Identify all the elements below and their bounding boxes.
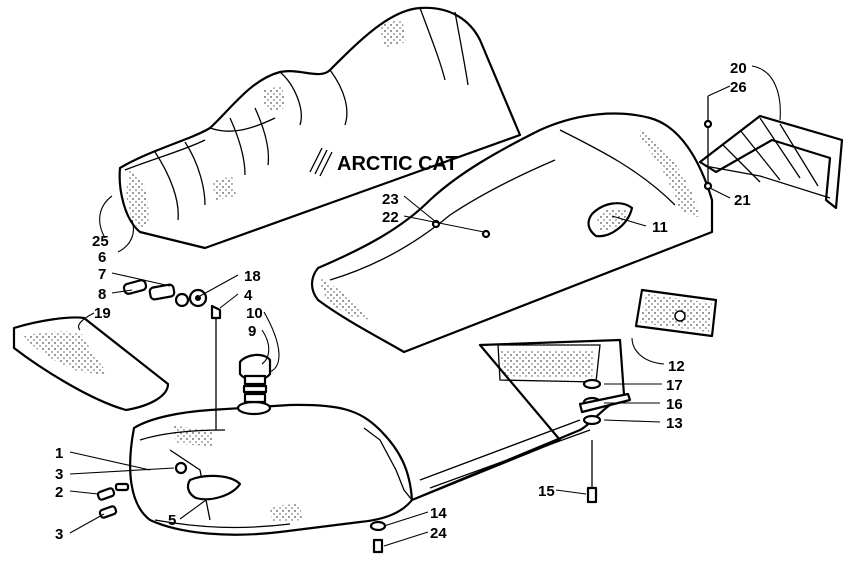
leader-lines	[69, 65, 781, 547]
callout-5: 5	[168, 512, 176, 529]
callout-4: 4	[244, 287, 253, 304]
seat-assembly: ARCTIC CAT	[118, 6, 522, 250]
callout-14: 14	[430, 505, 447, 522]
fuel-cap	[238, 353, 272, 404]
seat-logo-hatch	[309, 147, 333, 177]
seat-logo-text: ARCTIC CAT	[337, 153, 458, 175]
callout-19: 19	[94, 305, 111, 322]
callouts: 25 6 23 22 11 20 26 21 7 8 18 4 19 10 9 …	[55, 60, 751, 543]
callout-8: 8	[98, 286, 106, 303]
callout-23: 23	[382, 191, 399, 208]
side-panel	[12, 316, 170, 412]
callout-17: 17	[666, 377, 683, 394]
callout-6: 6	[98, 249, 106, 266]
callout-15: 15	[538, 483, 555, 500]
callout-9: 9	[248, 323, 256, 340]
callout-3a: 3	[55, 466, 63, 483]
callout-13: 13	[666, 415, 683, 432]
callout-1: 1	[55, 445, 63, 462]
callout-10: 10	[246, 305, 263, 322]
callout-16: 16	[666, 396, 683, 413]
callout-21: 21	[734, 192, 751, 209]
rear-rack	[698, 114, 844, 210]
callout-2: 2	[55, 484, 63, 501]
hardware	[96, 96, 713, 554]
callout-18: 18	[244, 268, 261, 285]
callout-24: 24	[430, 525, 447, 542]
callout-7: 7	[98, 266, 106, 283]
callout-26: 26	[730, 79, 747, 96]
callout-12: 12	[668, 358, 685, 375]
pad	[634, 288, 718, 338]
callout-25: 25	[92, 233, 109, 250]
callout-11: 11	[652, 219, 668, 236]
seat-base	[310, 112, 714, 354]
callout-22: 22	[382, 209, 399, 226]
fuel-tank-body	[129, 338, 626, 536]
callout-3b: 3	[55, 526, 63, 543]
callout-20: 20	[730, 60, 747, 77]
